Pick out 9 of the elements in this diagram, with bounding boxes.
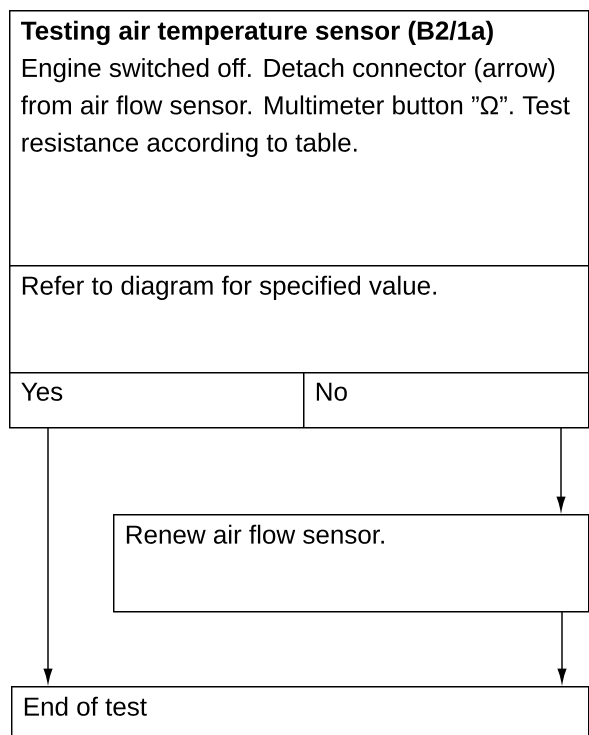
answer-cell: No <box>303 372 589 428</box>
question-box: Refer to diagram for specified value. <box>9 265 589 374</box>
arrow <box>44 428 52 683</box>
action-box: Renew air flow sensor. <box>113 514 589 612</box>
arrow <box>556 428 566 511</box>
step-box: Testing air temperature sensor (B2/1a) Engine switched off. Detach connector (arrow) from air flow sensor. Multimeter button ”Ω”. Test resistance according to table. <box>9 10 589 266</box>
end-box: End of test <box>11 686 589 735</box>
arrow <box>558 612 566 683</box>
answer-cell: Yes <box>9 372 304 428</box>
